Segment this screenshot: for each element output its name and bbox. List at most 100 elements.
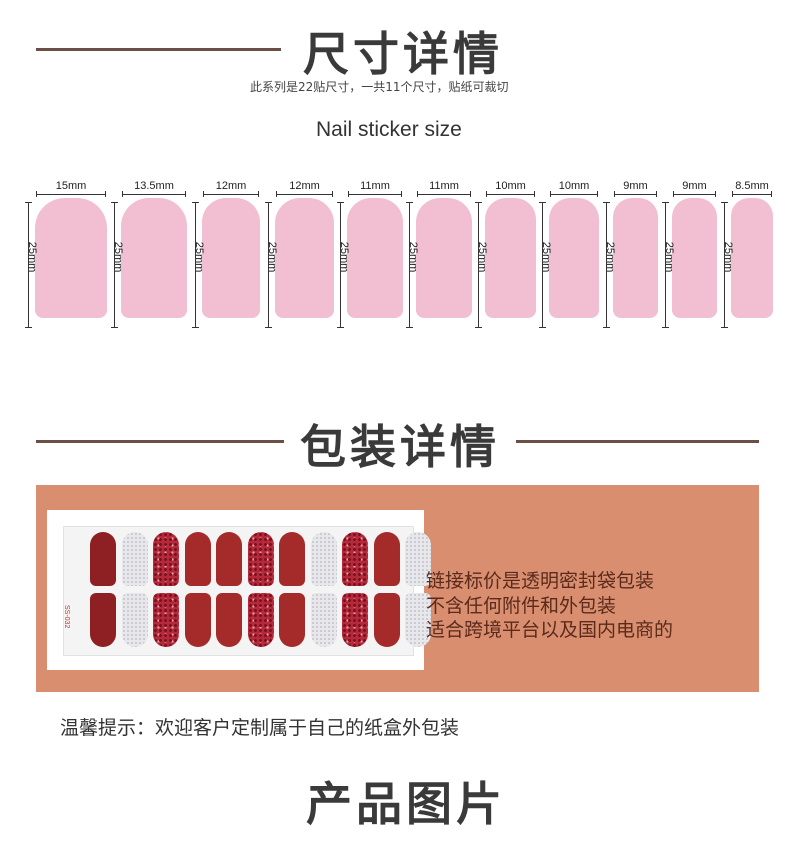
width-dimension-line (673, 194, 716, 195)
dimension-tick (203, 191, 204, 197)
nail-sticker-strip (153, 532, 179, 586)
dimension-tick (192, 202, 199, 203)
height-dimension-line (28, 202, 29, 328)
dimension-tick (771, 191, 772, 197)
dimension-tick (534, 191, 535, 197)
nail-shape (35, 198, 107, 318)
width-dimension-line (417, 194, 471, 195)
custom-packaging-tip: 温馨提示：欢迎客户定制属于自己的纸盒外包装 (60, 717, 460, 739)
dimension-tick (603, 327, 610, 328)
dimension-tick (406, 327, 413, 328)
height-dimension-line (195, 202, 196, 328)
dimension-tick (25, 327, 32, 328)
height-dimension-line (542, 202, 543, 328)
nail-sticker-strip (373, 593, 400, 647)
dimension-tick (401, 191, 402, 197)
nail-sticker-strip (247, 532, 274, 586)
nail-sticker-strip (184, 532, 211, 586)
nail-sticker-strip (405, 593, 431, 647)
height-dimension-line (478, 202, 479, 328)
dimension-tick (25, 202, 32, 203)
dimension-tick (111, 327, 118, 328)
dimension-tick (475, 327, 482, 328)
dimension-tick (192, 327, 199, 328)
nail-shape (485, 198, 536, 318)
dimension-tick (470, 191, 471, 197)
width-dimension-line (122, 194, 186, 195)
nail-shape (121, 198, 187, 318)
dimension-tick (258, 191, 259, 197)
height-dimension-line (665, 202, 666, 328)
nail-sticker-size-title: Nail sticker size (316, 118, 462, 141)
dimension-tick (603, 202, 610, 203)
package-line-2: 不含任何附件和外包装 (426, 595, 617, 617)
height-dimension-line (606, 202, 607, 328)
product-section-title: 产品图片 (306, 777, 506, 831)
width-label: 10mm (558, 180, 590, 192)
dimension-tick (475, 202, 482, 203)
height-dimension-line (724, 202, 725, 328)
nail-sticker-strip (342, 532, 368, 586)
package-line-3: 适合跨境平台以及国内电商的 (426, 619, 674, 641)
nail-shape (672, 198, 717, 318)
height-dimension-line (268, 202, 269, 328)
nail-sticker-strip (342, 593, 368, 647)
width-dimension-line (348, 194, 402, 195)
width-label: 11mm (360, 180, 390, 192)
height-label: 25mm (722, 241, 734, 273)
dimension-tick (550, 191, 551, 197)
dimension-tick (732, 191, 733, 197)
nail-sticker-strip (90, 593, 116, 647)
dimension-tick (265, 327, 272, 328)
nail-sticker-strip (216, 593, 242, 647)
height-dimension-line (340, 202, 341, 328)
nail-sticker-strip (373, 532, 400, 586)
height-label: 25mm (338, 241, 350, 273)
dimension-tick (539, 327, 546, 328)
size-section-title: 尺寸详情 (303, 27, 503, 81)
size-section-subtitle: 此系列是22贴尺寸，一共11个尺寸，贴纸可裁切 (250, 80, 509, 94)
width-label: 8.5mm (735, 180, 769, 192)
nail-sticker-strip (216, 532, 242, 586)
dimension-tick (276, 191, 277, 197)
dimension-tick (673, 191, 674, 197)
dimension-tick (185, 191, 186, 197)
dimension-tick (721, 327, 728, 328)
width-dimension-line (276, 194, 333, 195)
height-label: 25mm (540, 241, 552, 273)
nail-shape (416, 198, 472, 318)
nail-sticker-strip (121, 532, 148, 586)
height-dimension-line (114, 202, 115, 328)
width-label: 10mm (495, 180, 526, 192)
nail-sticker-strip (121, 593, 148, 647)
package-section-title: 包装详情 (300, 420, 500, 474)
package-rule-right (516, 440, 759, 443)
nail-sticker-strip (184, 593, 211, 647)
height-dimension-line (409, 202, 410, 328)
height-label: 25mm (604, 241, 616, 273)
dimension-tick (486, 191, 487, 197)
width-label: 12mm (215, 180, 247, 192)
nail-shape (275, 198, 334, 318)
nail-shape (613, 198, 658, 318)
height-label: 25mm (663, 241, 675, 273)
dimension-tick (614, 191, 615, 197)
dimension-tick (539, 202, 546, 203)
height-label: 25mm (112, 241, 124, 273)
height-label: 25mm (26, 241, 38, 273)
nail-sticker-strip (153, 593, 179, 647)
nail-sticker-strip (310, 593, 337, 647)
dimension-tick (122, 191, 123, 197)
nail-sticker-strip (279, 532, 305, 586)
width-dimension-line (486, 194, 535, 195)
nail-sticker-strip (310, 532, 337, 586)
dimension-tick (721, 202, 728, 203)
dimension-tick (332, 191, 333, 197)
width-label: 9mm (623, 180, 648, 192)
dimension-tick (265, 202, 272, 203)
dimension-tick (662, 202, 669, 203)
width-label: 13.5mm (134, 180, 174, 192)
width-dimension-line (550, 194, 598, 195)
nail-shape (347, 198, 403, 318)
dimension-tick (105, 191, 106, 197)
